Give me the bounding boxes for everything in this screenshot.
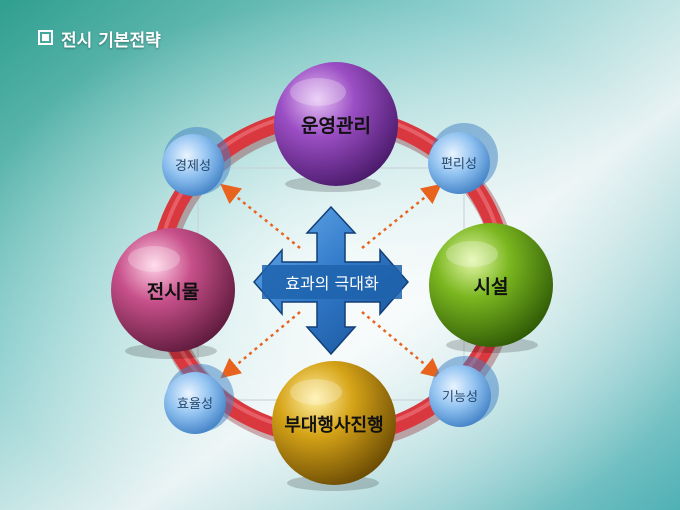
dotted-arrow-bottom-right bbox=[361, 311, 442, 379]
sphere-left-label: 전시물 bbox=[147, 281, 199, 303]
small-sphere-bottom-right: 기능성 bbox=[429, 356, 499, 427]
sphere-right: 시설 bbox=[429, 223, 553, 353]
dotted-arrows bbox=[220, 183, 442, 379]
page-title: 전시 기본전략 bbox=[38, 26, 161, 51]
small-sphere-bottom-left: 효율성 bbox=[164, 364, 234, 434]
sphere-top: 운영관리 bbox=[274, 62, 398, 192]
small-sphere-bottom-right-label: 기능성 bbox=[442, 390, 478, 405]
sphere-bottom-label: 부대행사진행 bbox=[284, 415, 383, 436]
dotted-arrow-top-right bbox=[361, 183, 442, 249]
small-sphere-bottom-left-label: 효율성 bbox=[177, 397, 213, 412]
page-title-text: 전시 기본전략 bbox=[61, 31, 161, 51]
dotted-arrow-top-left bbox=[220, 183, 301, 249]
small-sphere-top-right: 편리성 bbox=[428, 123, 498, 194]
center-label: 효과의 극대화 bbox=[285, 274, 379, 293]
bullet-square-icon bbox=[38, 30, 53, 45]
sphere-bottom: 부대행사진행 bbox=[272, 361, 396, 491]
dotted-arrow-bottom-left bbox=[220, 311, 301, 379]
sphere-left: 전시물 bbox=[111, 228, 235, 359]
sphere-right-label: 시설 bbox=[474, 276, 509, 298]
small-sphere-top-right-label: 편리성 bbox=[441, 157, 477, 172]
center-arrow bbox=[253, 205, 409, 356]
sphere-top-label: 운영관리 bbox=[301, 115, 371, 137]
small-sphere-top-left: 경제성 bbox=[162, 127, 231, 196]
small-sphere-top-left-label: 경제성 bbox=[175, 159, 211, 174]
